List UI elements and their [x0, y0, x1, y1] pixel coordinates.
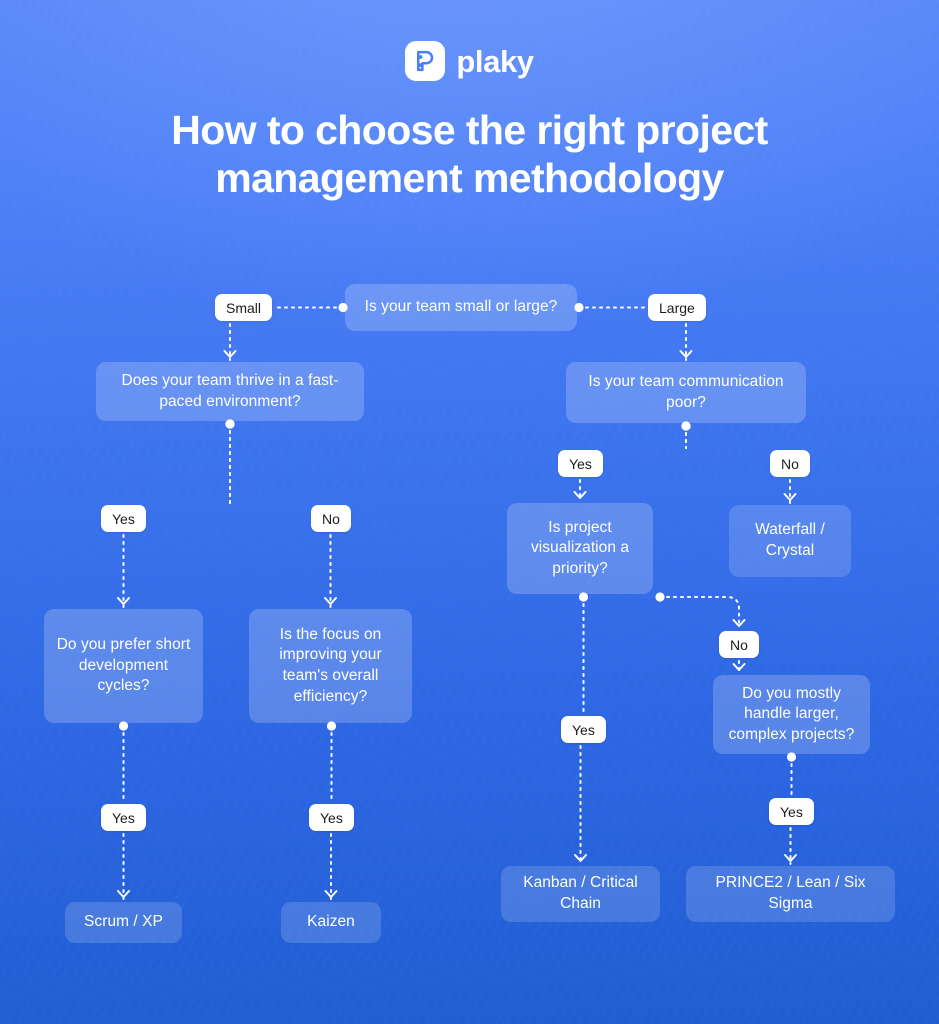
connector-c-root-small [274, 302, 348, 313]
flow-node-r-kaizen: Kaizen [281, 902, 381, 943]
connector-c-small-fast [223, 323, 237, 361]
flow-label-lbl-no-comm: No [770, 450, 810, 477]
flow-node-q-communication: Is your team communication poor? [566, 362, 806, 423]
connector-c-fast-no [225, 419, 235, 504]
brand-header: plaky [0, 41, 939, 81]
brand-name: plaky [456, 43, 534, 79]
plaky-logo-icon [405, 41, 446, 81]
connector-c-comm-yes [681, 421, 691, 449]
flow-node-q-efficiency: Is the focus on improving your team's ov… [249, 609, 412, 723]
flow-label-lbl-yes-comm: Yes [558, 450, 603, 477]
flow-node-r-kanban: Kanban / Critical Chain [501, 866, 660, 922]
flow-label-lbl-no-fast: No [311, 505, 351, 532]
connector-c-large-comm [679, 323, 693, 361]
flow-label-lbl-yes-eff: Yes [309, 804, 354, 831]
flow-label-lbl-no-vis: No [719, 631, 759, 658]
flow-node-r-waterfall: Waterfall / Crystal [729, 505, 851, 577]
connector-c-yes-kaizen [324, 833, 338, 901]
connector-c-yes-kanban [574, 745, 587, 865]
flow-node-q-visualization: Is project visualization a priority? [507, 503, 653, 594]
connector-c-vis-yes [578, 592, 589, 715]
flow-node-q-complex: Do you mostly handle larger, complex pro… [713, 675, 870, 754]
flow-label-lbl-yes-vis: Yes [561, 716, 606, 743]
connector-c-vis-no [655, 592, 746, 627]
flow-node-q-shortcycles: Do you prefer short development cycles? [44, 609, 203, 723]
connector-c-fast-yes [225, 419, 235, 504]
flow-label-lbl-yes-cpx: Yes [769, 798, 814, 825]
flow-node-r-prince2: PRINCE2 / Lean / Six Sigma [686, 866, 895, 922]
flow-label-lbl-small: Small [215, 294, 273, 321]
flow-label-lbl-large: Large [648, 294, 706, 321]
connector-c-no-waterfall [783, 479, 797, 504]
connector-c-no-complex [732, 660, 746, 674]
flow-node-root: Is your team small or large? [345, 284, 577, 331]
connector-c-root-large [574, 302, 646, 313]
connector-c-eff-yes [326, 721, 337, 803]
connector-c-yes-vis [573, 479, 587, 502]
flow-label-lbl-yes-fast: Yes [101, 505, 146, 532]
page-title: How to choose the right project manageme… [171, 107, 768, 201]
connector-c-complex-yes [786, 752, 797, 797]
connector-c-no-efficiency [324, 534, 337, 608]
flow-node-q-fastpaced: Does your team thrive in a fast-paced en… [96, 362, 364, 421]
flow-node-r-scrum: Scrum / XP [65, 902, 182, 943]
connector-c-yes-cycles [117, 534, 130, 608]
connector-c-yes-prince2 [784, 827, 797, 865]
flow-label-lbl-yes-cyc: Yes [101, 804, 146, 831]
connector-c-cycles-yes [118, 721, 129, 803]
connector-c-yes-scrum [117, 833, 130, 901]
connector-c-comm-no [681, 421, 691, 449]
